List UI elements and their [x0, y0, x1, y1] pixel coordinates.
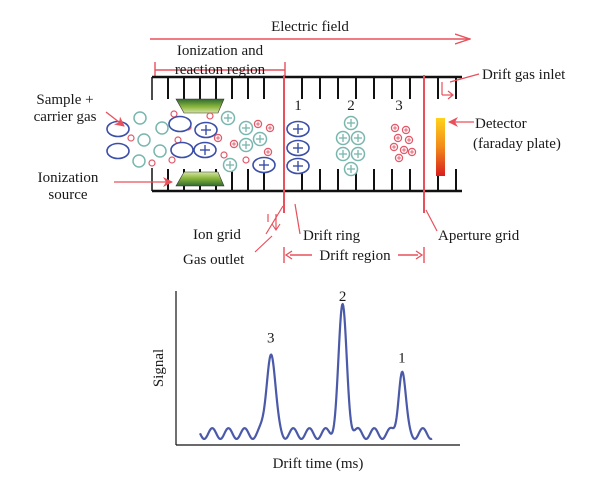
small-ion: [148, 159, 156, 167]
small-ion: [265, 123, 275, 133]
medium-ion: [220, 110, 236, 126]
large-ion: [286, 139, 310, 157]
ionization-source-bottom: [175, 171, 225, 187]
medium-ion: [335, 130, 351, 146]
signal-series-line: [199, 302, 433, 441]
gas-outlet-arrow: [254, 214, 281, 253]
small-ion: [389, 142, 399, 152]
small-ion: [253, 119, 263, 129]
electric-field-label: Electric field: [271, 19, 349, 35]
ion-grid-label: Ion grid: [193, 227, 241, 243]
large-ion: [194, 121, 218, 139]
small-ion: [404, 135, 414, 145]
small-ion: [220, 151, 228, 159]
medium-ion: [238, 137, 254, 153]
aperture-grid-pointer: [425, 209, 438, 232]
peak-label-2: 2: [339, 289, 347, 305]
small-ion: [394, 153, 404, 163]
medium-ion: [222, 157, 238, 173]
ion-group-3-label: 3: [395, 98, 403, 114]
ionization-region-label-1: Ionization and: [177, 43, 264, 59]
sample-label-2: carrier gas: [34, 109, 97, 125]
detector-label-2: (faraday plate): [473, 136, 561, 152]
ion-group-2-label: 2: [347, 98, 355, 114]
medium-ion: [132, 154, 146, 168]
gas-outlet-label: Gas outlet: [183, 252, 245, 268]
medium-ion: [238, 120, 254, 136]
peak-label-3: 3: [267, 331, 275, 347]
sample-label-1: Sample +: [36, 92, 93, 108]
medium-ion: [153, 144, 167, 158]
medium-ion: [137, 133, 151, 147]
medium-ion: [350, 130, 366, 146]
small-ion: [263, 147, 273, 157]
drift-gas-inlet-arrow: [441, 73, 480, 100]
small-ion: [407, 147, 417, 157]
medium-ion: [335, 146, 351, 162]
small-ion: [170, 110, 178, 118]
drift-gas-inlet-label: Drift gas inlet: [482, 67, 566, 83]
ionization-source-top: [175, 98, 225, 114]
detector-plate: [436, 118, 445, 176]
large-ion: [252, 156, 276, 174]
ion-group-1-label: 1: [294, 98, 302, 114]
small-ion: [399, 145, 409, 155]
small-ion: [390, 123, 400, 133]
small-ion: [213, 133, 223, 143]
small-ion: [229, 139, 239, 149]
large-ion: [170, 141, 194, 159]
small-ion: [168, 156, 176, 164]
medium-ion: [343, 161, 359, 177]
sample-arrow: [105, 111, 125, 127]
detector-label-1: Detector: [475, 116, 527, 132]
medium-ion: [350, 146, 366, 162]
small-ion: [127, 134, 135, 142]
ionization-region-label-2: reaction region: [175, 62, 266, 78]
large-ion: [106, 142, 130, 160]
aperture-grid-label: Aperture grid: [438, 228, 520, 244]
large-ion: [286, 157, 310, 175]
drift-region-span: [283, 247, 425, 263]
large-ion: [106, 120, 130, 138]
peak-label-1: 1: [398, 351, 406, 367]
medium-ion: [155, 121, 169, 135]
large-ion: [193, 141, 217, 159]
drift-ring-label: Drift ring: [303, 228, 361, 244]
chart-x-axis-label: Drift time (ms): [273, 456, 364, 472]
drift-ring-pointer: [294, 203, 301, 235]
ion-cloud: [106, 110, 417, 177]
large-ion: [168, 115, 192, 133]
ionization-source-label-1: Ionization: [38, 170, 99, 186]
small-ion: [401, 125, 411, 135]
medium-ion: [133, 111, 147, 125]
medium-ion: [252, 131, 268, 147]
signal-chart: 3 2 1 Drift time (ms) Signal: [151, 289, 460, 472]
medium-ion: [343, 115, 359, 131]
small-ion: [206, 112, 214, 120]
small-ion: [393, 133, 403, 143]
ion-grid-pointer: [265, 205, 284, 235]
large-ion: [286, 120, 310, 138]
small-ion: [242, 156, 250, 164]
ionization-source-label-2: source: [48, 187, 87, 203]
chart-y-axis-label: Signal: [151, 349, 167, 387]
drift-region-label: Drift region: [319, 248, 391, 264]
drift-tube: [151, 75, 462, 193]
